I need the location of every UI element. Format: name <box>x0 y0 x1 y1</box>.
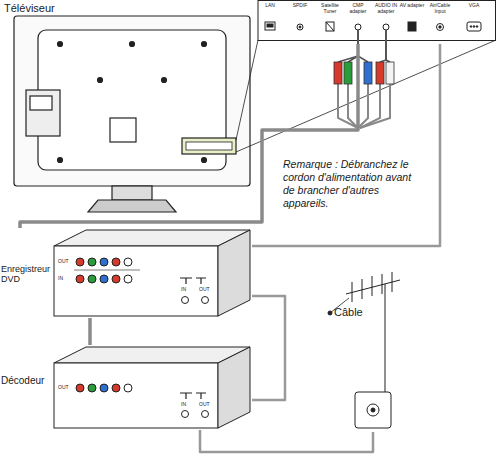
port-label: LAN <box>256 3 284 9</box>
port-label: CMP adapter <box>344 3 372 15</box>
jack-label: IN <box>181 402 186 408</box>
port-label: Satellite Tuner <box>316 3 344 15</box>
cable <box>88 318 92 345</box>
port-label: AUDIO IN adapter <box>372 3 400 15</box>
cable <box>200 430 373 452</box>
jack-label: IN <box>58 276 63 282</box>
antenna-outlet-illustration <box>328 272 400 428</box>
cable <box>252 296 285 400</box>
jack-label: OUT <box>58 385 69 391</box>
port-label: SPDIF <box>286 3 314 9</box>
jack-label: OUT <box>58 259 69 265</box>
jack-label: IN <box>181 287 186 293</box>
port-label: AV adapter <box>398 3 426 9</box>
jack-label: OUT <box>199 287 210 293</box>
jack-label: OUT <box>199 402 210 408</box>
tv-illustration <box>14 16 496 212</box>
component-plugs <box>334 30 394 128</box>
device-node: Décodeur <box>0 345 252 430</box>
note-text: Remarque : Débranchez le cordon d'alimen… <box>283 158 425 211</box>
port-label: VGA <box>460 3 488 9</box>
device-name: Décodeur <box>1 375 53 387</box>
cable <box>252 44 440 246</box>
connector-panel <box>258 1 496 41</box>
device-node: Enregistreur DVD <box>0 228 252 318</box>
device-name: Câble <box>334 306 384 319</box>
device-name: Téléviseur <box>4 2 94 15</box>
decoder-illustration <box>54 347 250 428</box>
device-node: Câble <box>318 270 410 432</box>
dvd-recorder-illustration <box>54 230 250 316</box>
device-name: Enregistreur DVD <box>1 264 53 285</box>
port-label: Air/Cable Input <box>426 3 454 15</box>
